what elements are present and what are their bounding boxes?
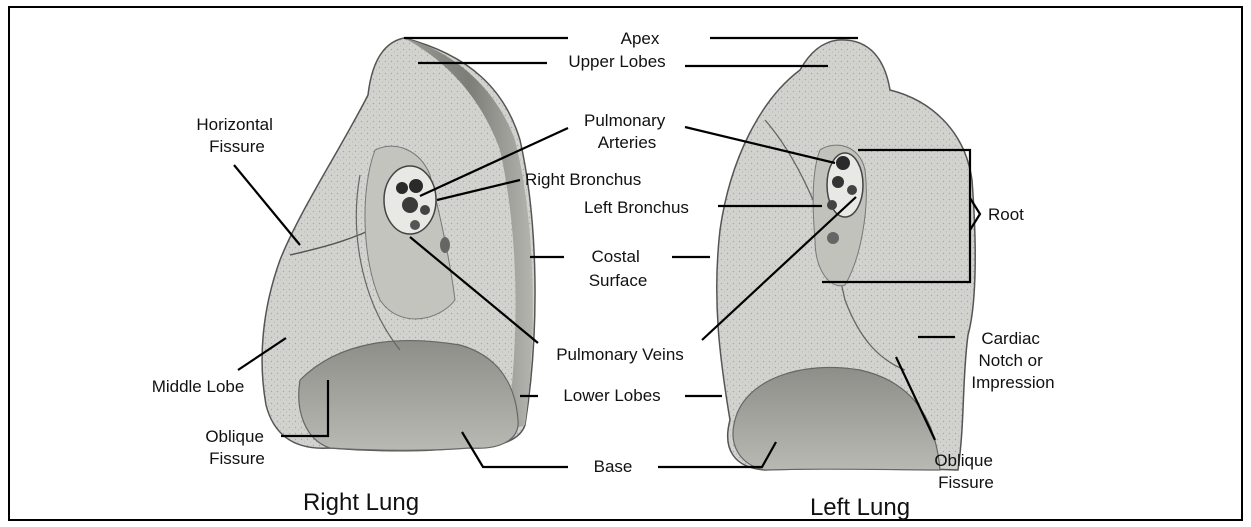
label-left-bronchus: Left Bronchus bbox=[584, 198, 689, 217]
label-root: Root bbox=[988, 205, 1024, 224]
label-middle-lobe: Middle Lobe bbox=[152, 377, 245, 396]
label-apex: Apex bbox=[621, 29, 660, 48]
label-right-bronchus: Right Bronchus bbox=[525, 170, 641, 189]
caption-left-lung: Left Lung bbox=[810, 494, 910, 521]
label-cardiac-notch: Cardiac Notch or Impression bbox=[971, 329, 1054, 392]
label-upper-lobes: Upper Lobes bbox=[568, 52, 665, 71]
label-lower-lobes: Lower Lobes bbox=[563, 386, 660, 405]
caption-right-lung: Right Lung bbox=[303, 489, 419, 516]
label-base: Base bbox=[594, 457, 633, 476]
label-pulmonary-veins: Pulmonary Veins bbox=[556, 345, 684, 364]
